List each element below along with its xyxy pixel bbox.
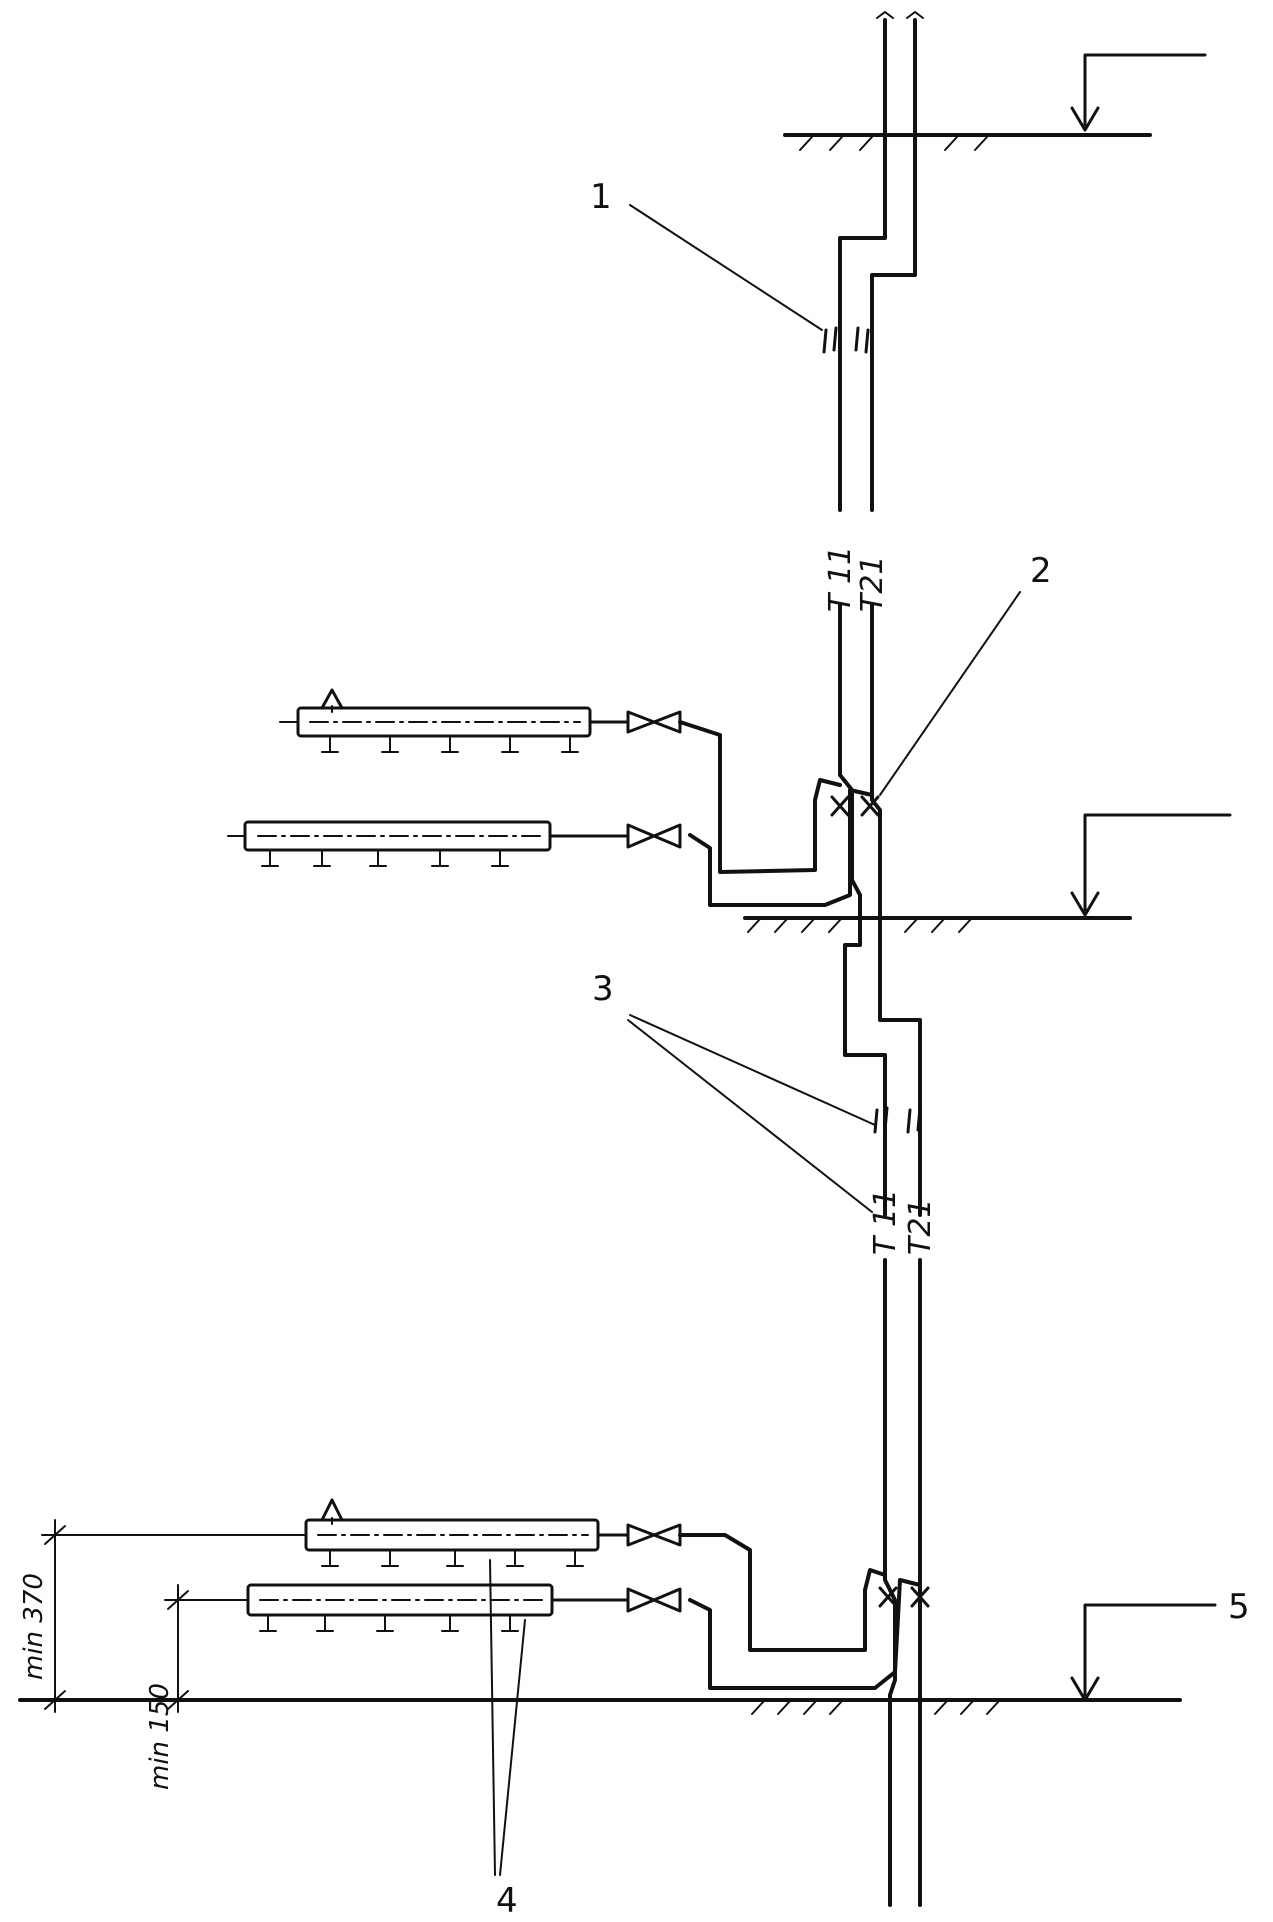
lower-stop-valves [878, 1586, 930, 1608]
callout-5: 5 [1228, 1587, 1250, 1627]
pipe-label-lower-t11: T 11 [868, 1189, 903, 1255]
expansion-joint-upper [822, 326, 870, 354]
pipe-label-upper-t21: T21 [855, 556, 890, 613]
callout-1: 1 [590, 177, 612, 217]
gate-valve-upper-2 [548, 823, 682, 849]
leader-2 [879, 591, 1021, 796]
upper-branch-pipes [678, 720, 874, 907]
floor-level-middle [743, 916, 1132, 933]
gate-valve-lower-2 [550, 1587, 682, 1613]
pipe-label-upper-t11: T 11 [823, 546, 858, 612]
lower-branch-pipes [678, 1533, 922, 1690]
gate-valve-lower-1 [596, 1523, 682, 1547]
leader-1 [629, 204, 823, 331]
manifold-upper-2 [227, 820, 552, 867]
level-marker-bottom [1070, 1603, 1217, 1702]
dimension-label-150: min 150 [145, 1683, 175, 1790]
manifold-lower-1 [49, 1498, 600, 1567]
callout-4: 4 [496, 1881, 518, 1921]
manifold-upper-1 [279, 688, 592, 753]
dimension-370 [41, 1519, 69, 1713]
pipe-label-lower-t21: T21 [903, 1199, 938, 1256]
level-marker-middle [1070, 813, 1232, 917]
dimension-150 [164, 1584, 192, 1713]
leader-3a [629, 1014, 876, 1126]
leader-3b [627, 1019, 873, 1213]
manifold-lower-2 [169, 1583, 554, 1632]
dimension-label-370: min 370 [19, 1573, 49, 1680]
upper-stop-valves [830, 795, 880, 817]
floor-level-top [783, 133, 1152, 151]
floor-level-bottom [18, 1698, 1182, 1715]
callout-2: 2 [1030, 551, 1052, 591]
leader-4b [499, 1619, 526, 1876]
riser-supply-t11 [838, 11, 897, 1907]
level-marker-top [1070, 53, 1207, 132]
expansion-joint-lower [873, 1106, 922, 1134]
leader-4a [489, 1559, 496, 1876]
gate-valve-upper-1 [588, 710, 682, 734]
callout-3: 3 [592, 969, 614, 1009]
